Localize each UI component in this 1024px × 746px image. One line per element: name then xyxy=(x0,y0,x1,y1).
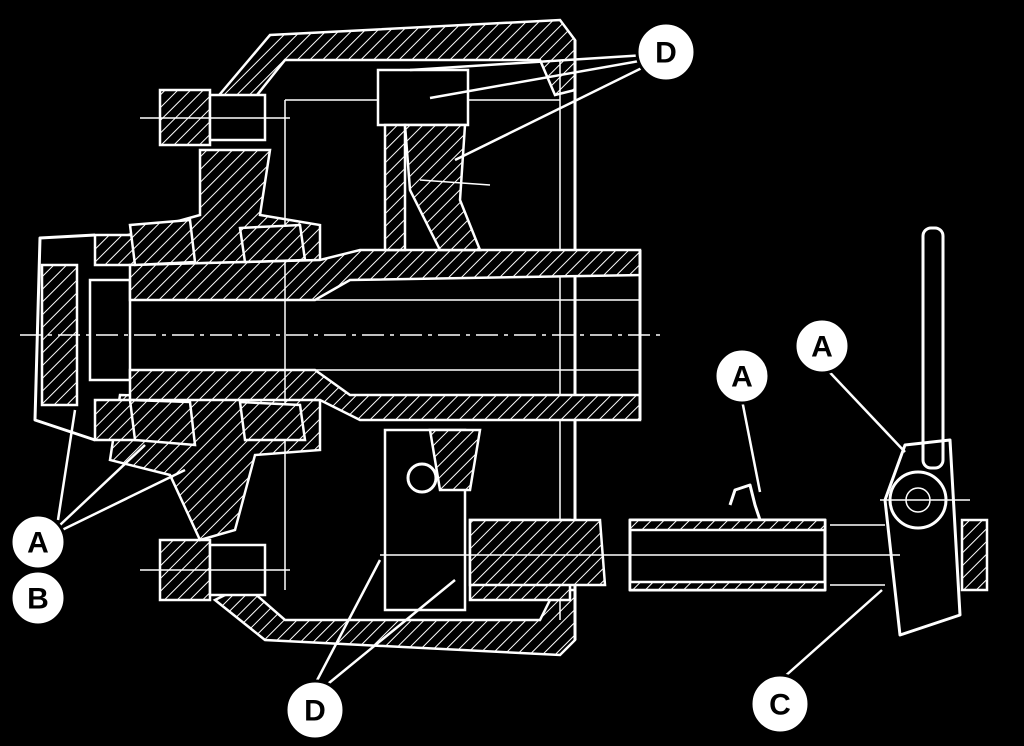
upper-shoe-anchor xyxy=(376,59,491,252)
callout-d-bottom-text: D xyxy=(304,695,326,728)
leader-lines xyxy=(56,53,906,693)
callout-a-mid: A xyxy=(713,347,771,405)
callout-c-right: C xyxy=(749,673,811,735)
slack-adjuster xyxy=(880,226,989,637)
callout-b-left: B xyxy=(9,569,67,627)
callout-c-right-text: C xyxy=(769,689,791,722)
callout-d-top: D xyxy=(635,21,697,83)
lower-flange-bolt xyxy=(140,538,290,602)
callout-a-mid-text: A xyxy=(731,361,753,394)
callout-a-right: A xyxy=(793,317,851,375)
callout-a-left: A xyxy=(9,513,67,571)
camshaft-tube xyxy=(380,483,900,592)
upper-flange-bolt xyxy=(140,88,290,147)
inner-bearings xyxy=(128,218,307,447)
callout-d-top-text: D xyxy=(655,37,677,70)
callout-b-left-text: B xyxy=(27,583,49,616)
callout-d-bottom: D xyxy=(284,679,346,741)
callout-a-right-text: A xyxy=(811,331,833,364)
callout-a-left-text: A xyxy=(27,527,49,560)
